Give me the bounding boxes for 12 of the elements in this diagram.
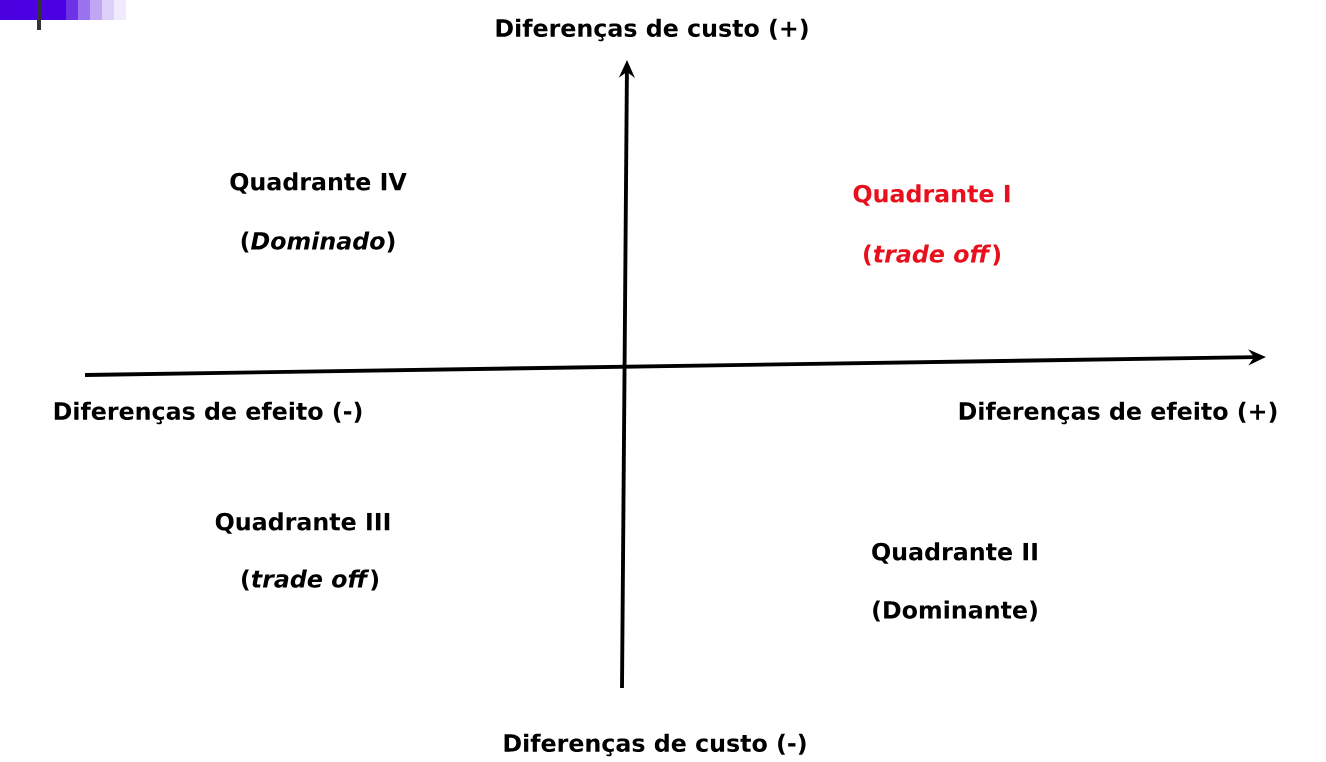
quadrant-note: (trade off) [864, 244, 1000, 266]
quadrant-label: Quadrante II [872, 542, 1037, 564]
quadrant-note: (Dominante) [873, 600, 1037, 622]
quadrant-note: (trade off) [242, 569, 378, 591]
axis-label: Diferenças de efeito (-) [54, 401, 362, 425]
quadrant-label: Quadrante IV [230, 172, 407, 194]
axis-label: Diferenças de custo (+) [496, 18, 808, 42]
quadrant-label: Quadrante I [853, 184, 1010, 206]
quadrant-note: (Dominado) [241, 231, 395, 253]
axis-label: Diferenças de custo (-) [504, 733, 806, 757]
axis-label: Diferenças de efeito (+) [959, 401, 1277, 425]
quadrant-label: Quadrante III [215, 512, 390, 534]
